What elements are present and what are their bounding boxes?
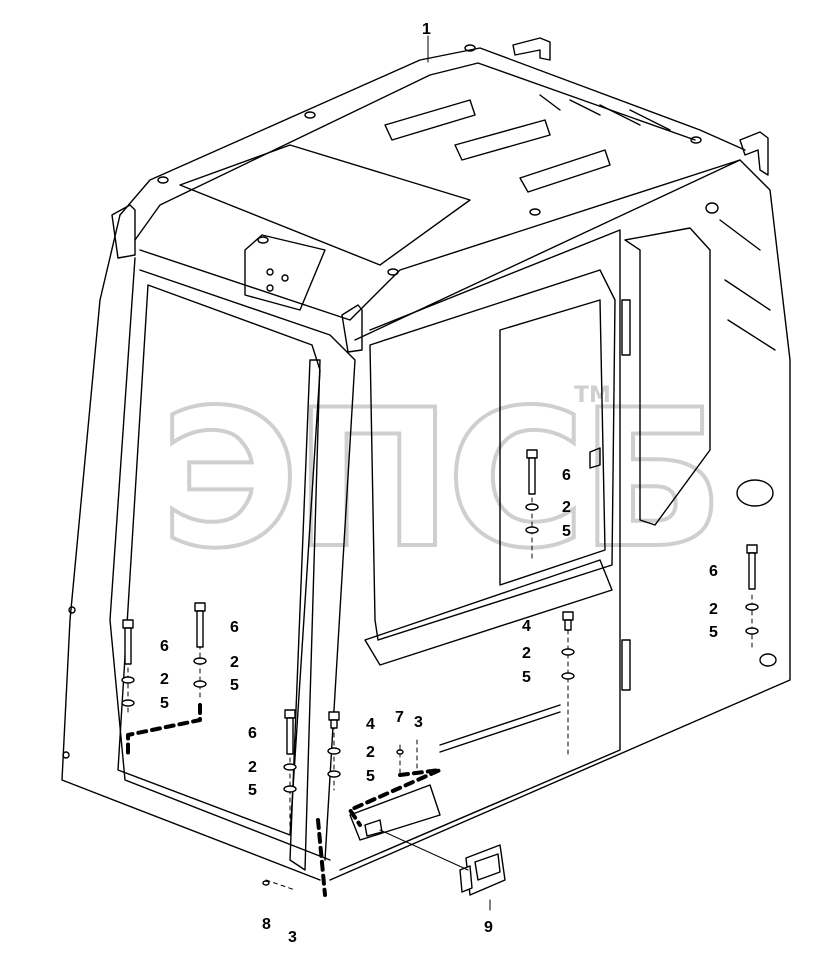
rivet-icon — [396, 749, 404, 755]
door-hinge — [621, 299, 631, 356]
washer-icon — [561, 648, 575, 656]
watermark-text: ЭПСБ — [160, 369, 719, 590]
washer-icon — [283, 785, 297, 793]
side-window — [369, 269, 616, 641]
door-window — [624, 227, 711, 526]
washer-icon — [745, 603, 759, 611]
leader-lines — [379, 35, 491, 911]
washer-icon — [193, 657, 207, 665]
callout-3: 3 — [414, 714, 423, 731]
callout-6: 6 — [230, 619, 239, 636]
washer-icon — [745, 627, 759, 635]
callout-5: 5 — [160, 695, 169, 712]
callout-2: 2 — [562, 499, 571, 516]
callout-labels: 1 6 2 5 6 2 5 6 2 5 6 2 5 6 2 5 4 2 5 4 … — [160, 21, 718, 946]
rear-bracket — [512, 37, 551, 61]
callout-6: 6 — [160, 638, 169, 655]
roof-vent-slot — [519, 149, 611, 193]
bolt-icon — [194, 602, 206, 648]
fasteners — [121, 449, 759, 886]
bolt-icon — [122, 619, 134, 665]
bolt-icon — [562, 611, 574, 631]
roof-vent-slot — [454, 119, 551, 161]
washer-icon — [283, 763, 297, 771]
window-seal — [289, 359, 321, 871]
bolt-icon — [328, 711, 340, 729]
callout-2: 2 — [522, 645, 531, 662]
callout-4: 4 — [366, 716, 375, 733]
callout-5: 5 — [562, 523, 571, 540]
front-bracket — [111, 204, 136, 259]
washer-icon — [327, 770, 341, 778]
washer-icon — [561, 672, 575, 680]
callout-7: 7 — [395, 709, 404, 726]
callout-3: 3 — [288, 929, 297, 946]
callout-4: 4 — [522, 618, 531, 635]
cab-side-body — [62, 159, 791, 881]
hidden-part-lines — [126, 703, 442, 897]
callout-2: 2 — [366, 744, 375, 761]
front-bracket — [341, 304, 363, 353]
callout-5: 5 — [709, 624, 718, 641]
washer-icon — [525, 503, 539, 511]
callout-2: 2 — [709, 601, 718, 618]
door-handle — [589, 447, 601, 469]
cab-roof — [119, 47, 746, 321]
roof-brackets — [111, 37, 769, 353]
watermark: ЭПСБ TM — [158, 367, 727, 592]
washer-icon — [121, 676, 135, 684]
callout-2: 2 — [230, 654, 239, 671]
callout-5: 5 — [230, 677, 239, 694]
callout-2: 2 — [248, 759, 257, 776]
rear-bracket — [739, 131, 769, 176]
callout-6: 6 — [248, 725, 257, 742]
callout-8: 8 — [262, 916, 271, 933]
side-trim — [439, 704, 561, 753]
washer-icon — [193, 680, 207, 688]
callout-6: 6 — [709, 563, 718, 580]
bolt-icon — [284, 709, 296, 755]
fastener-axes — [127, 489, 753, 891]
callout-9: 9 — [484, 919, 493, 936]
door-hinge — [621, 639, 631, 691]
callout-1: 1 — [422, 21, 431, 38]
callout-6: 6 — [562, 467, 571, 484]
front-window-opening — [117, 284, 321, 836]
door-latch — [349, 784, 506, 896]
bolt-icon — [746, 544, 758, 590]
fuel-cap — [736, 479, 774, 507]
callout-5: 5 — [522, 669, 531, 686]
watermark-trademark: TM — [574, 383, 611, 408]
roof-vent-slot — [384, 99, 476, 141]
washer-icon — [121, 699, 135, 707]
washer-icon — [327, 747, 341, 755]
cab-front-frame — [61, 214, 356, 881]
bolt-icon — [526, 449, 538, 495]
callout-5: 5 — [248, 782, 257, 799]
rivet-icon — [262, 880, 270, 886]
washer-icon — [525, 526, 539, 534]
callout-2: 2 — [160, 671, 169, 688]
callout-5: 5 — [366, 768, 375, 785]
